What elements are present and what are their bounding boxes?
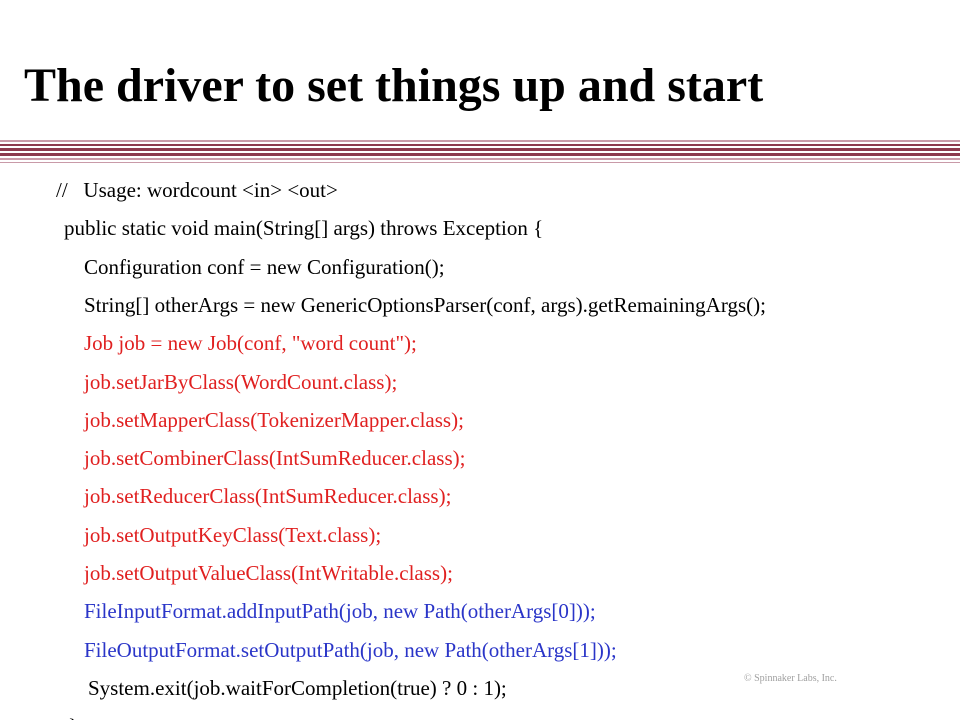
code-line: Job job = new Job(conf, "word count"); [84, 331, 417, 355]
divider-stripe [0, 158, 960, 160]
copyright-notice: © Spinnaker Labs, Inc. [744, 673, 837, 684]
code-line: job.setOutputValueClass(IntWritable.clas… [84, 561, 453, 585]
code-line: System.exit(job.waitForCompletion(true) … [88, 676, 507, 700]
code-line: FileOutputFormat.setOutputPath(job, new … [84, 638, 617, 662]
code-line: FileInputFormat.addInputPath(job, new Pa… [84, 599, 596, 623]
code-line: } [68, 712, 78, 720]
code-line: Configuration conf = new Configuration()… [84, 255, 445, 279]
slide-title: The driver to set things up and start [24, 59, 764, 112]
divider-stripe [0, 144, 960, 146]
code-line: job.setMapperClass(TokenizerMapper.class… [84, 408, 464, 432]
code-line: job.setReducerClass(IntSumReducer.class)… [84, 484, 452, 508]
code-line: job.setJarByClass(WordCount.class); [84, 370, 398, 394]
title-divider-stripes [0, 140, 960, 170]
divider-stripe [0, 148, 960, 151]
code-line: job.setOutputKeyClass(Text.class); [84, 523, 382, 547]
divider-stripe [0, 153, 960, 156]
code-line: // Usage: wordcount <in> <out> [56, 178, 338, 202]
code-line: String[] otherArgs = new GenericOptionsP… [84, 293, 766, 317]
divider-stripe [0, 162, 960, 163]
code-line: job.setCombinerClass(IntSumReducer.class… [84, 446, 466, 470]
code-line: public static void main(String[] args) t… [64, 216, 544, 240]
divider-stripe [0, 140, 960, 142]
